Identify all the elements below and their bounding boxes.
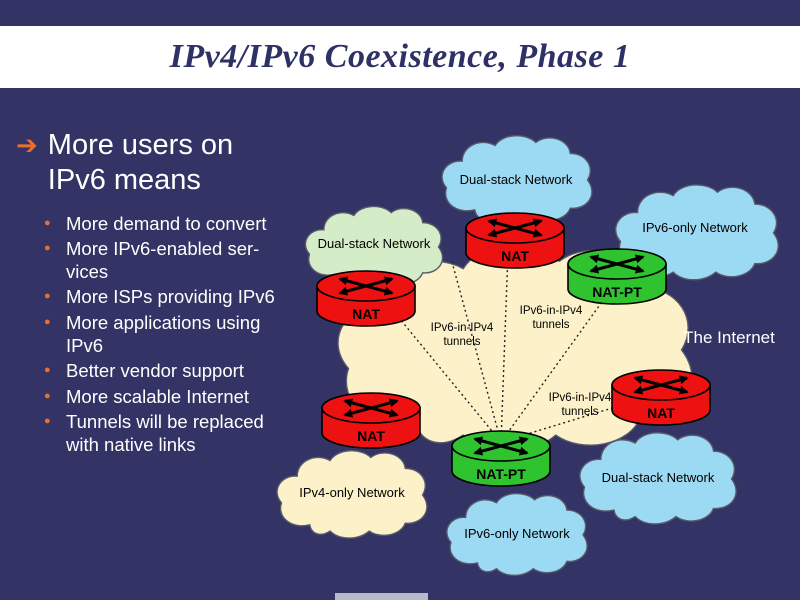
dot-bullet-icon: ● <box>44 389 51 402</box>
bullet-list: ➔ More users on IPv6 means ● More demand … <box>16 128 326 459</box>
tunnel-line <box>451 261 502 443</box>
bullet-item-text: More demand to convert <box>66 212 267 234</box>
router-label: NAT <box>352 306 380 322</box>
dot-bullet-icon: ● <box>44 316 51 328</box>
cloud-label-dual-stack-left: Dual-stack Network <box>318 236 431 251</box>
main-bullet: ➔ More users on IPv6 means <box>16 128 326 199</box>
bullet-item-text: More ISPs providing IPv6 <box>66 286 275 308</box>
router-arrows-icon <box>473 436 529 456</box>
tunnel-label-line1: IPv6-in-IPv4 <box>549 392 612 404</box>
router-arrows-icon <box>633 375 689 395</box>
footer-accent-bar <box>335 593 428 600</box>
bullet-item: ● Better vendor support <box>44 360 326 383</box>
bullet-item: ● More IPv6-enabled ser-vices <box>44 238 326 283</box>
tunnel-label-center: IPv6-in-IPv4 tunnels <box>520 305 583 331</box>
dot-bullet-icon: ● <box>44 290 51 303</box>
router-label: NAT-PT <box>476 466 526 482</box>
bullet-item: ● Tunnels will be replaced with native li… <box>44 411 326 456</box>
main-bullet-text: More users on IPv6 means <box>47 129 234 197</box>
tunnel-label-line2: tunnels <box>443 336 480 348</box>
dot-bullet-icon: ● <box>44 364 51 377</box>
router-arrows-icon <box>589 254 645 274</box>
router-nat-top: NAT <box>465 212 565 269</box>
dot-bullet-icon: ● <box>44 242 51 255</box>
router-natpt-bottom-center: NAT-PT <box>451 430 551 487</box>
router-nat-lower-right: NAT <box>611 369 711 426</box>
cloud-label-ipv6-only-top-right: IPv6-only Network <box>642 220 748 235</box>
cloud-label-ipv6-only-bottom-center: IPv6-only Network <box>464 526 570 541</box>
tunnel-label-line2: tunnels <box>532 319 569 331</box>
dot-bullet-icon: ● <box>44 415 51 428</box>
cloud-label-dual-stack-bottom-right: Dual-stack Network <box>602 470 715 485</box>
bullet-item: ● More scalable Internet <box>44 386 326 409</box>
router-label: NAT <box>357 428 385 444</box>
tunnel-label-left: IPv6-in-IPv4 tunnels <box>431 322 494 348</box>
router-label: NAT <box>501 248 529 264</box>
tunnel-label-right: IPv6-in-IPv4 tunnels <box>549 392 612 418</box>
bullet-item-text: More IPv6-enabled ser-vices <box>66 238 260 282</box>
router-arrows-icon <box>487 218 543 238</box>
router-label: NAT <box>647 405 675 421</box>
router-nat-bottom-left: NAT <box>321 392 421 449</box>
tunnel-line <box>385 301 502 443</box>
router-label: NAT-PT <box>592 284 642 300</box>
bullet-item: ● More ISPs providing IPv6 <box>44 286 326 309</box>
arrow-bullet-icon: ➔ <box>16 130 38 160</box>
router-arrows-icon <box>343 398 399 418</box>
cloud-label-ipv4-only-bottom-left: IPv4-only Network <box>299 485 405 500</box>
bullet-item-text: Tunnels will be replaced with native lin… <box>66 411 264 455</box>
title-band: IPv4/IPv6 Coexistence, Phase 1 <box>0 26 800 88</box>
cloud-label-dual-stack-top: Dual-stack Network <box>460 172 573 187</box>
tunnel-label-line1: IPv6-in-IPv4 <box>520 305 583 317</box>
tunnel-label-line1: IPv6-in-IPv4 <box>431 322 494 334</box>
tunnel-line <box>500 287 613 443</box>
bullet-item: ● More applications using IPv6 <box>44 312 326 357</box>
slide-title: IPv4/IPv6 Coexistence, Phase 1 <box>169 38 631 75</box>
bullet-item-text: More scalable Internet <box>66 385 250 407</box>
internet-label: The Internet <box>683 328 775 347</box>
router-nat-left: NAT <box>316 270 416 327</box>
bullet-item: ● More demand to convert <box>44 213 326 236</box>
bullet-item-text: More applications using IPv6 <box>66 312 261 356</box>
dot-bullet-icon: ● <box>44 216 51 229</box>
tunnel-line <box>500 251 509 443</box>
router-arrows-icon <box>338 276 394 296</box>
sub-bullet-list: ● More demand to convert ● More IPv6-enabl… <box>44 213 326 457</box>
tunnel-label-line2: tunnels <box>561 406 598 418</box>
bullet-item-text: Better vendor support <box>66 360 244 382</box>
router-natpt-upper-right: NAT-PT <box>567 248 667 305</box>
